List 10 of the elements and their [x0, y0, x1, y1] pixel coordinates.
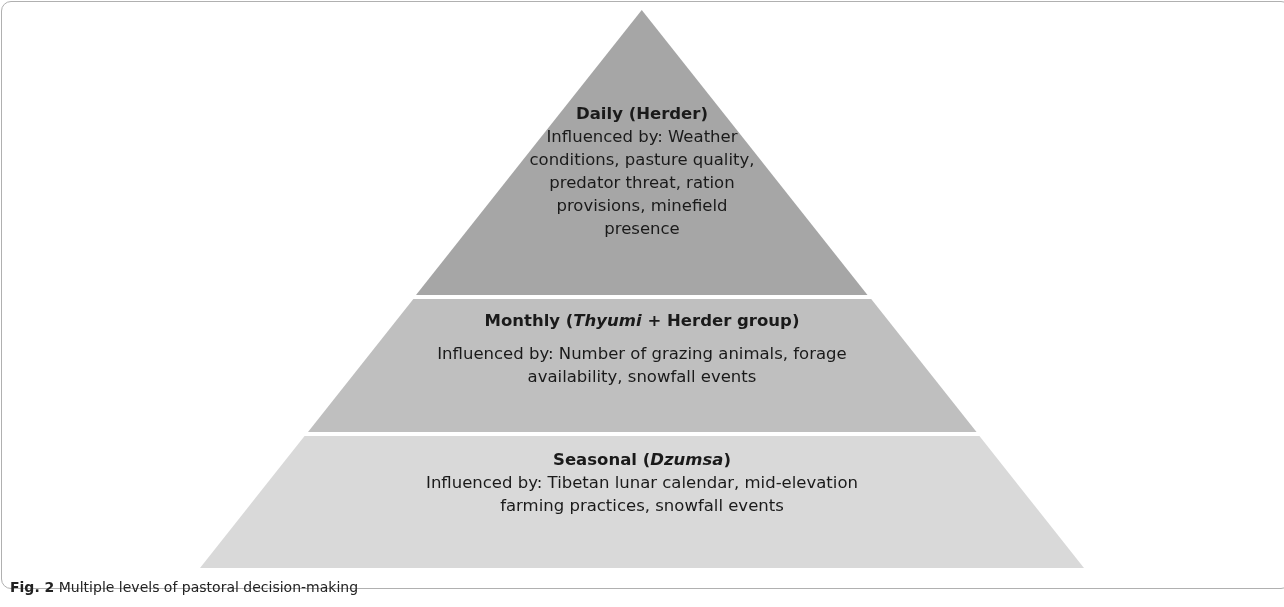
- pyramid-tier: [416, 10, 868, 295]
- influence-text: Influenced by: Weather conditions, pasture quality, predator threat, ration provisions, minefield presence: [528, 126, 756, 240]
- level-heading: Monthly (Thyumi + Herder group): [484, 310, 800, 332]
- level-heading: Daily (Herder): [576, 103, 708, 125]
- pyramid-tier: [200, 436, 1084, 568]
- influence-text: Influenced by: Number of grazing animals, forage availability, snowfall events: [436, 343, 848, 388]
- pyramid-tier: [307, 299, 977, 432]
- figure-caption: Fig. 2 Multiple levels of pastoral decision-making: [10, 579, 359, 595]
- level-heading: Seasonal (Dzumsa): [553, 449, 731, 471]
- influence-text: Influenced by: Tibetan lunar calendar, mid-elevation farming practices, snowfall events: [425, 472, 859, 517]
